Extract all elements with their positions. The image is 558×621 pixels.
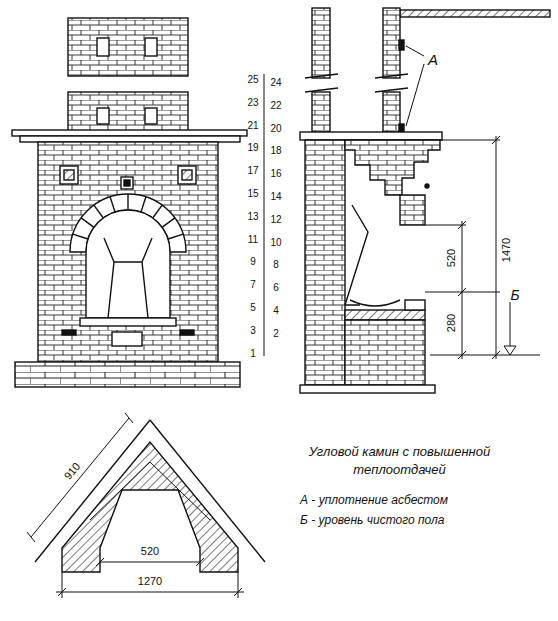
voussoir-joint <box>81 218 94 227</box>
voussoir-joint <box>94 205 103 218</box>
row-number: 24 <box>270 77 281 88</box>
row-number: 7 <box>250 279 256 290</box>
voussoir-joint <box>168 234 183 239</box>
row-number: 16 <box>270 168 281 179</box>
row-number: 17 <box>247 165 258 176</box>
callout-letter: А <box>428 52 438 69</box>
row-number: 8 <box>273 259 279 270</box>
voussoir-joint <box>127 194 128 210</box>
row-number: 18 <box>270 145 281 156</box>
voussoir-joint <box>162 218 175 227</box>
dimension: 1270 <box>138 575 162 587</box>
row-number: 20 <box>270 122 281 133</box>
row-number: 21 <box>247 119 258 130</box>
row-number: 12 <box>270 213 281 224</box>
row-number: 5 <box>250 302 256 313</box>
row-number: 10 <box>270 236 281 247</box>
row-number: 1 <box>250 347 256 358</box>
voussoir-joint <box>73 234 88 239</box>
dimension: 1470 <box>500 238 512 262</box>
voussoir-joint <box>153 205 162 218</box>
row-number: 22 <box>270 99 281 110</box>
legend-note: А - уплотнение асбестом <box>300 494 448 507</box>
row-number: 6 <box>273 282 279 293</box>
row-number: 19 <box>247 142 258 153</box>
row-number: 25 <box>247 74 258 85</box>
row-number: 2 <box>273 327 279 338</box>
row-number: 4 <box>273 305 279 316</box>
callout-letter: Б <box>510 288 519 303</box>
legend-note: Б - уровень чистого пола <box>300 514 444 527</box>
dimension: 520 <box>141 545 159 557</box>
row-number: 15 <box>247 188 258 199</box>
row-number: 14 <box>270 191 281 202</box>
row-number: 13 <box>247 210 258 221</box>
voussoir-joint <box>141 197 146 212</box>
dimension: 280 <box>445 314 457 332</box>
row-number: 23 <box>247 96 258 107</box>
row-number: 9 <box>250 256 256 267</box>
row-number: 3 <box>250 324 256 335</box>
caption: Угловой камин с повышенной теплоотдачей <box>292 443 507 478</box>
voussoir-joint <box>110 197 115 212</box>
dimension: 520 <box>445 249 457 267</box>
row-number: 11 <box>248 233 258 244</box>
dimension: 910 <box>62 460 83 482</box>
